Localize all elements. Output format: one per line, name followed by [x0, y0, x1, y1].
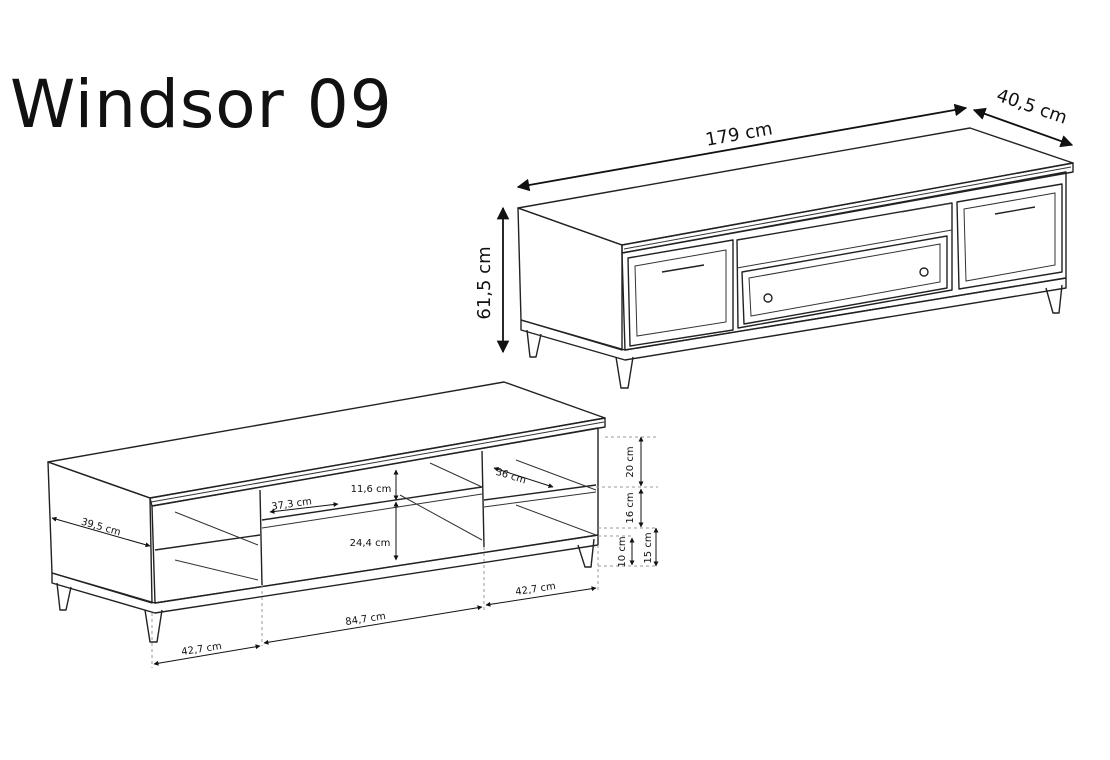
right-shelf-label: 36 cm	[494, 467, 527, 487]
center-width-dim	[263, 605, 483, 645]
right-shelf-dim	[493, 466, 554, 489]
depth-dim	[51, 516, 151, 548]
height-label: 61,5 cm	[474, 246, 495, 319]
right-top-height-label: 20 cm	[625, 446, 636, 477]
top-gap-label: 11,6 cm	[351, 484, 392, 495]
leg-height-label: 10 cm	[617, 536, 628, 567]
right-width-dim	[485, 586, 597, 607]
depth-label: 40,5 cm	[994, 85, 1070, 129]
width-label: 179 cm	[704, 118, 774, 150]
base-height-label: 15 cm	[643, 532, 654, 563]
center-height-label: 24,4 cm	[350, 538, 391, 549]
shelf-depth-label: 37,3 cm	[271, 496, 313, 513]
width-dimension-line	[516, 103, 968, 192]
cabinet-closed-view	[517, 127, 1074, 389]
shelf-depth-dim	[269, 502, 339, 514]
left-width-dim	[153, 644, 261, 666]
extension-lines	[151, 436, 658, 668]
product-title: Windsor 09	[10, 66, 393, 143]
center-width-label: 84,7 cm	[345, 611, 387, 628]
right-mid-height-label: 16 cm	[625, 492, 636, 523]
depth-dim-label: 39,5 cm	[80, 517, 122, 539]
depth-dimension-line	[972, 107, 1074, 148]
cabinet-open-view	[47, 381, 606, 643]
